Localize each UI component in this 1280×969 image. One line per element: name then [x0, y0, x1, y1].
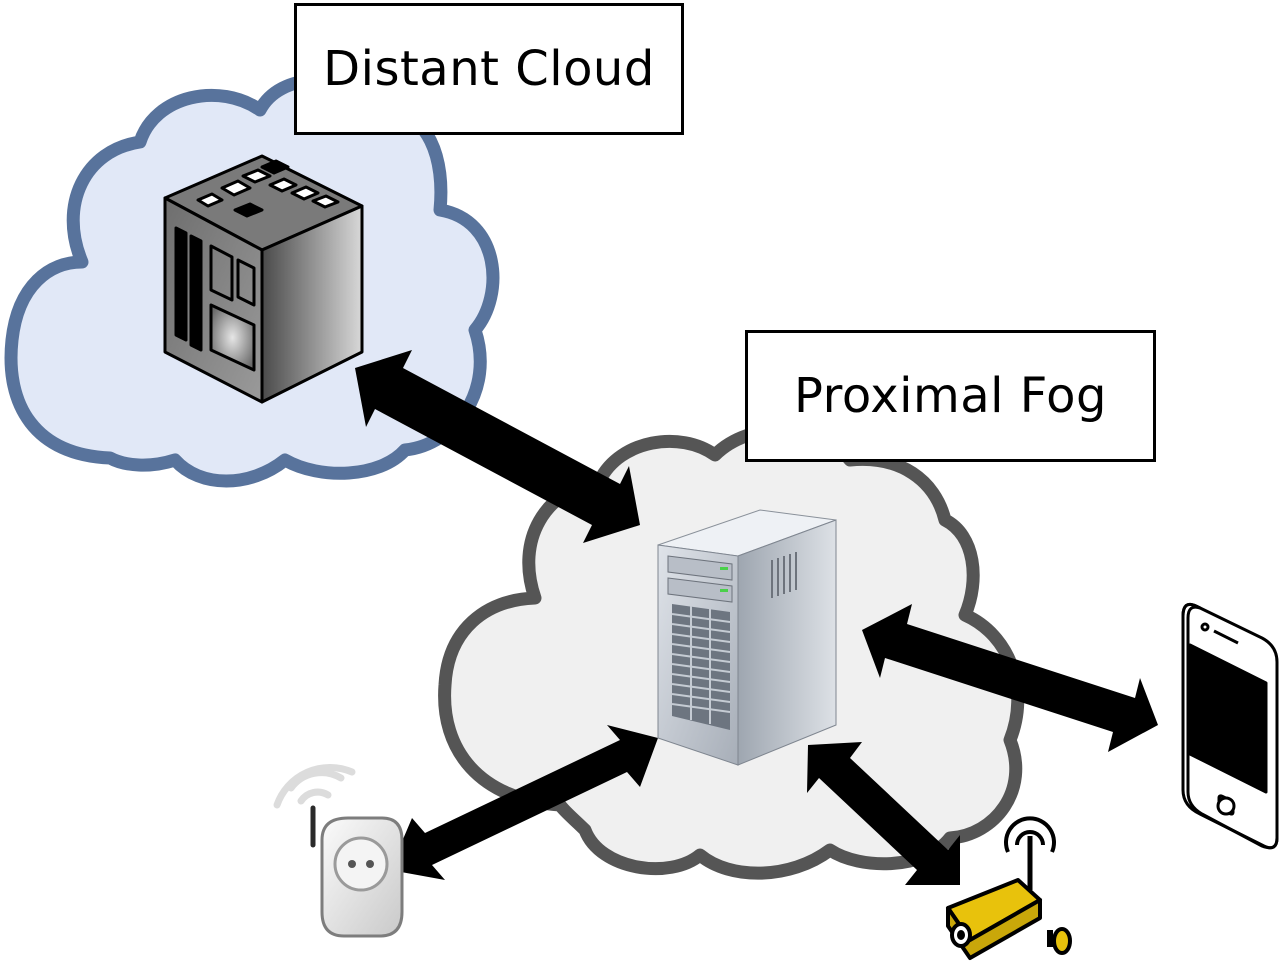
datacenter-server-icon: [163, 154, 364, 404]
smartphone-icon: [1181, 602, 1279, 850]
wireless-camera-icon: [946, 816, 1072, 960]
smart-plug-icon: [273, 763, 404, 938]
arrow-fog-phone: [862, 604, 1158, 752]
distant-cloud-label: Distant Cloud: [294, 3, 684, 135]
proximal-fog-label: Proximal Fog: [745, 330, 1156, 462]
arrow-cloud-fog: [355, 350, 640, 543]
arrow-fog-plug: [390, 725, 658, 880]
tower-server-icon: [657, 509, 837, 766]
arrow-fog-camera: [807, 742, 960, 885]
